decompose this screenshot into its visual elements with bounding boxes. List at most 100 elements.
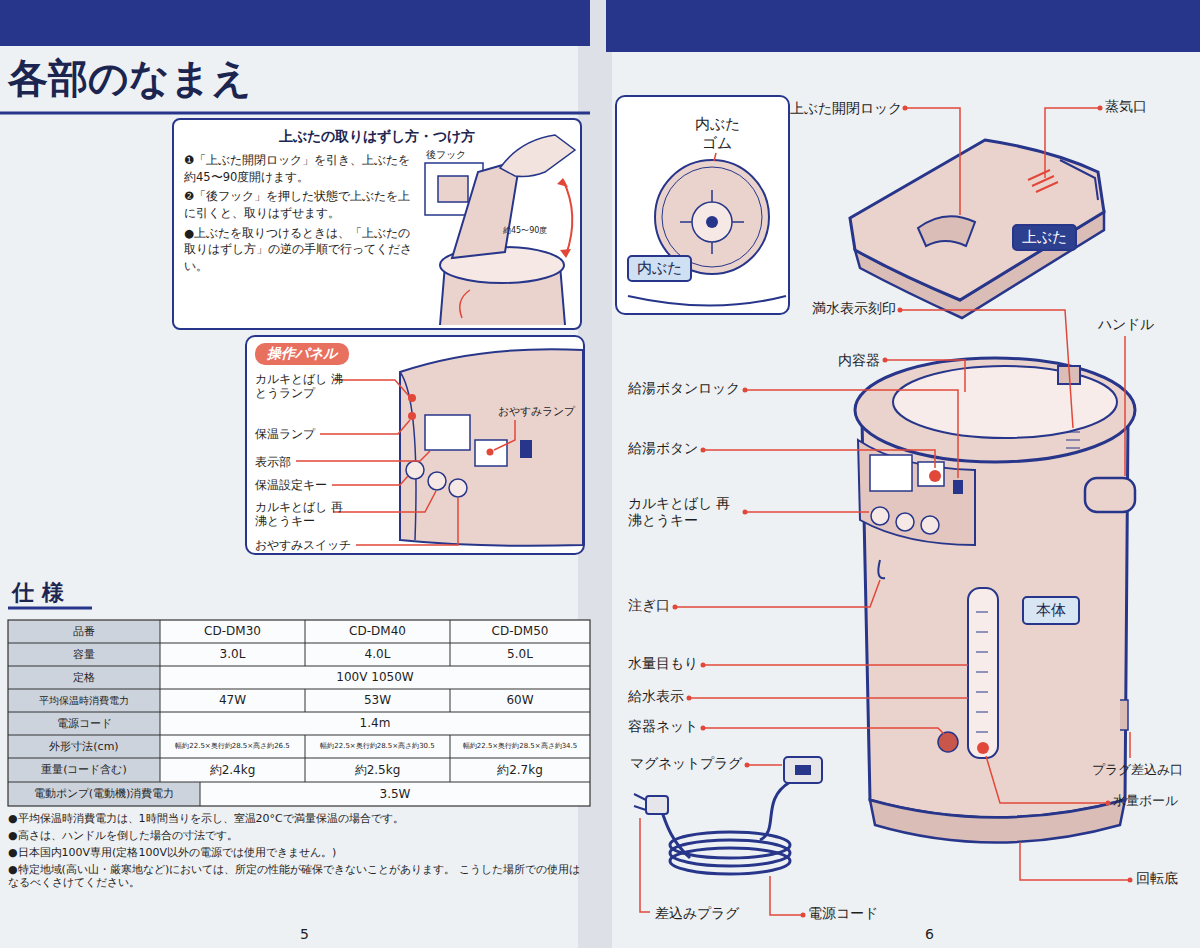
part-label: 給水表示 xyxy=(628,688,684,705)
panel-illustration xyxy=(400,349,583,546)
part-label: おやすみランプ xyxy=(498,405,575,418)
illustration-shape xyxy=(795,765,811,775)
part-label: マグネットプラグ xyxy=(630,755,742,772)
illustration-shape xyxy=(8,758,590,759)
illustration-shape xyxy=(770,876,803,915)
title-rule xyxy=(0,112,590,115)
part-label: 6 xyxy=(925,926,934,943)
node-text: 上ぶたの取りはずし方・つけ方 xyxy=(182,128,572,146)
illustration-shape xyxy=(747,764,782,766)
part-label: おやすみスイッチ xyxy=(255,538,351,552)
part-label: 給湯ボタン xyxy=(628,440,698,457)
illustration-shape xyxy=(1060,160,1098,200)
illustration-shape xyxy=(305,620,306,666)
illustration-shape xyxy=(200,782,201,806)
illustration-shape xyxy=(1128,878,1133,883)
illustration-shape xyxy=(640,818,650,912)
illustration-shape xyxy=(801,913,806,918)
illustration-shape xyxy=(646,796,668,814)
illustration-shape xyxy=(406,461,424,479)
illustration-shape xyxy=(460,290,470,318)
illustration-shape xyxy=(850,140,1104,300)
part-label: ●特定地域(高い山・厳寒地など)においては、所定の性能が確保できないことがありま… xyxy=(8,863,583,889)
table-cell: 53W xyxy=(305,689,450,712)
illustration-shape xyxy=(628,296,786,306)
table-cell: 47W xyxy=(160,689,305,712)
table-cell: 電源コード xyxy=(8,712,160,735)
illustration-shape xyxy=(1020,842,1130,880)
table-cell: 幅約22.5×奥行約28.5×高さ約34.5 xyxy=(450,735,590,758)
illustration-shape xyxy=(1028,170,1058,192)
table-cell: 重量(コード含む) xyxy=(8,758,160,782)
illustration-shape xyxy=(8,782,590,783)
illustration-shape xyxy=(662,812,690,858)
illustration-shape xyxy=(687,696,692,701)
illustration-shape xyxy=(8,666,590,667)
illustration-shape xyxy=(745,763,750,768)
illustration-shape xyxy=(494,420,515,450)
table-cell: 3.0L xyxy=(160,643,305,666)
illustration-shape xyxy=(918,216,975,246)
table-cell: 1.4m xyxy=(160,712,590,735)
illustration-shape xyxy=(296,451,430,461)
table-cell: 幅約22.5×奥行約28.5×高さ約30.5 xyxy=(305,735,450,758)
illustration-shape xyxy=(871,507,889,525)
node-text: 内ぶた ゴム xyxy=(689,115,745,153)
part-label: 内容器 xyxy=(838,352,880,369)
illustration-shape xyxy=(438,176,468,202)
part-label: 満水表示刻印 xyxy=(812,300,896,317)
illustration-shape xyxy=(905,108,960,215)
illustration-shape xyxy=(896,513,914,531)
illustration-shape xyxy=(475,440,507,466)
illustration-shape xyxy=(8,689,590,690)
illustration-shape xyxy=(450,620,451,666)
illustration-shape xyxy=(500,135,575,177)
part-label: 仕 様 xyxy=(12,580,64,606)
table-cell: CD-DM50 xyxy=(450,620,590,643)
table-cell: 約2.7kg xyxy=(450,758,590,782)
illustration-shape xyxy=(953,480,963,494)
part-label: プラグ差込み口 xyxy=(1092,762,1183,778)
table-cell: 平均保温時消費電力 xyxy=(8,689,160,712)
illustration-shape xyxy=(745,511,869,513)
illustration-shape xyxy=(8,620,590,806)
illustration-shape xyxy=(760,782,790,840)
part-label: 上ぶた開閉ロック xyxy=(790,100,902,117)
part-label: 容器ネット xyxy=(628,718,698,735)
illustration-shape xyxy=(745,390,958,478)
header-band xyxy=(606,0,1200,52)
table-cell: 4.0L xyxy=(305,643,450,666)
illustration-shape xyxy=(680,190,744,254)
illustration-shape xyxy=(701,448,706,453)
part-label: 5 xyxy=(300,926,309,943)
inset-box: 内ぶた ゴム内ぶた xyxy=(615,95,790,315)
illustration-shape xyxy=(634,794,646,810)
page-title: 各部のなまえ xyxy=(8,54,252,102)
table-cell: 3.5W xyxy=(200,782,590,806)
header-band xyxy=(0,0,590,46)
illustration-shape xyxy=(900,310,1073,428)
part-label: 注ぎ口 xyxy=(628,597,670,614)
table-cell: 100V 1050W xyxy=(160,666,590,689)
illustration-shape xyxy=(449,479,467,497)
illustration-shape xyxy=(714,153,716,161)
illustration-shape xyxy=(692,202,732,242)
node-text: 本体 xyxy=(1036,601,1066,620)
illustration-shape xyxy=(977,742,989,754)
node-text: 上ぶた xyxy=(1022,228,1067,247)
part-label: 給湯ボタンロック xyxy=(628,380,740,397)
illustration-shape xyxy=(8,782,200,806)
part-label: カルキとばし 再沸とうキー xyxy=(255,500,350,529)
part-label: 回転底 xyxy=(1136,870,1178,887)
power-cord-illustration xyxy=(634,757,822,874)
table-cell: CD-DM30 xyxy=(160,620,305,643)
illustration-shape xyxy=(160,620,161,782)
illustration-shape xyxy=(703,728,944,734)
illustration-shape xyxy=(333,380,409,396)
table-cell: 5.0L xyxy=(450,643,590,666)
illustration-shape xyxy=(408,412,416,420)
node-text: ❶「上ぶた開閉ロック」を引き、上ぶたを約45〜90度開けます。 xyxy=(184,152,412,185)
illustration-shape xyxy=(8,607,92,610)
